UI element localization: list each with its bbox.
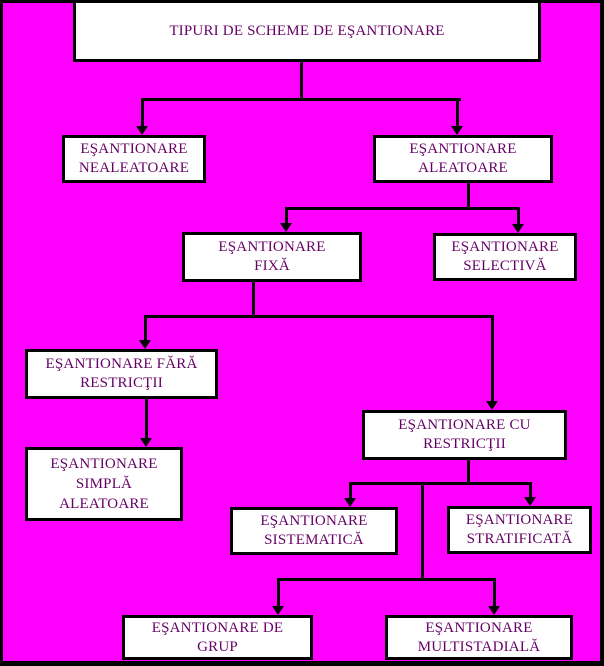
connector-segment xyxy=(467,460,470,485)
connector-segment xyxy=(529,482,532,497)
node-label: EŞANTIONARE ALEATOARE xyxy=(409,141,517,176)
node-label: EŞANTIONARE FIXĂ xyxy=(218,239,326,274)
connector-segment xyxy=(285,207,288,224)
arrowhead-down-icon xyxy=(451,126,463,135)
connector-segment xyxy=(144,315,494,318)
node-label: EŞANTIONARE STRATIFICATĂ xyxy=(465,512,574,547)
node-esantionare-stratificata: EŞANTIONARE STRATIFICATĂ xyxy=(447,506,592,554)
connector-segment xyxy=(349,482,352,498)
node-esantionare-fara-restrictii: EŞANTIONARE FĂRĂ RESTRICŢII xyxy=(25,349,218,399)
connector-segment xyxy=(141,98,461,101)
arrowhead-down-icon xyxy=(488,606,500,615)
connector-segment xyxy=(277,578,280,606)
arrowhead-down-icon xyxy=(486,401,498,410)
node-esantionare-simpla-aleatoare: EŞANTIONARE SIMPLĂ ALEATOARE xyxy=(25,447,183,521)
node-esantionare-multistadiala: EŞANTIONARE MULTISTADIALĂ xyxy=(385,615,573,660)
connector-segment xyxy=(456,98,459,127)
connector-segment xyxy=(517,207,520,224)
node-esantionare-de-grup: EŞANTIONARE DE GRUP xyxy=(122,615,313,660)
connector-segment xyxy=(300,62,303,101)
node-label: EŞANTIONARE SIMPLĂ ALEATOARE xyxy=(50,455,158,513)
node-label: EŞANTIONARE DE GRUP xyxy=(151,619,284,655)
node-esantionare-selectiva: EŞANTIONARE SELECTIVĂ xyxy=(433,233,577,281)
connector-segment xyxy=(252,282,255,318)
connector-segment xyxy=(493,578,496,606)
arrowhead-down-icon xyxy=(280,223,292,232)
connector-segment xyxy=(421,482,424,581)
node-esantionare-aleatoare: EŞANTIONARE ALEATOARE xyxy=(373,135,553,183)
connector-segment xyxy=(285,207,520,210)
arrowhead-down-icon xyxy=(139,340,151,349)
arrowhead-down-icon xyxy=(512,224,524,233)
node-label: EŞANTIONARE NEALEATOARE xyxy=(78,141,190,176)
connector-segment xyxy=(349,482,532,485)
node-esantionare-sistematica: EŞANTIONARE SISTEMATICĂ xyxy=(230,507,398,555)
node-esantionare-cu-restrictii: EŞANTIONARE CU RESTRICŢII xyxy=(362,410,567,460)
arrowhead-down-icon xyxy=(524,497,536,506)
node-esantionare-fixa: EŞANTIONARE FIXĂ xyxy=(182,232,362,282)
node-label: EŞANTIONARE MULTISTADIALĂ xyxy=(417,619,541,655)
arrowhead-down-icon xyxy=(344,498,356,507)
connector-segment xyxy=(277,578,496,581)
node-tipuri-scheme-esantionare: TIPURI DE SCHEME DE EŞANTIONARE xyxy=(73,0,541,62)
node-label: EŞANTIONARE CU RESTRICŢII xyxy=(398,417,531,452)
connector-segment xyxy=(467,183,470,210)
connector-segment xyxy=(491,315,494,401)
node-label: EŞANTIONARE SISTEMATICĂ xyxy=(260,513,368,548)
arrowhead-down-icon xyxy=(272,606,284,615)
node-label: EŞANTIONARE SELECTIVĂ xyxy=(451,239,559,274)
connector-segment xyxy=(141,98,144,127)
node-label: EŞANTIONARE FĂRĂ RESTRICŢII xyxy=(45,356,198,391)
node-esantionare-nealeatoare: EŞANTIONARE NEALEATOARE xyxy=(62,135,206,183)
arrowhead-down-icon xyxy=(136,126,148,135)
node-label: TIPURI DE SCHEME DE EŞANTIONARE xyxy=(169,22,445,39)
arrowhead-down-icon xyxy=(140,438,152,447)
connector-segment xyxy=(144,315,147,340)
connector-segment xyxy=(145,399,148,438)
